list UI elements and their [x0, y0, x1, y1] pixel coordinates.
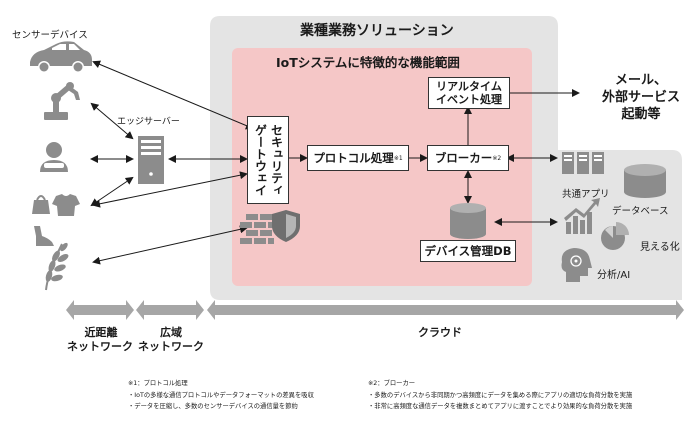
footnote2-line1: ・多数のデバイスから非同期かつ高頻度にデータを集める際にアプリの適切な負荷分散を… — [368, 391, 633, 399]
realtime-line1: リアルタイム — [436, 80, 502, 93]
device-db-box[interactable]: デバイス管理DB — [420, 240, 516, 262]
arrow-car-gateway — [92, 60, 254, 130]
footnote1-line1: ・IoTの多様な通信プロトコルやデータフォーマットの差異を吸収 — [128, 391, 314, 399]
short-range-arrow — [66, 300, 134, 320]
database-icon — [624, 164, 666, 198]
footnote2-title: ※2：ブローカー — [368, 380, 416, 387]
cloud-arrow — [207, 300, 684, 320]
external-services-line3: 起動等 — [621, 107, 661, 122]
short-range-line2: ネットワーク — [67, 340, 133, 353]
realtime-line2: イベント処理 — [436, 93, 502, 106]
protocol-note-mark: ※1 — [393, 154, 403, 162]
clothing-icon — [32, 194, 80, 216]
wide-area-arrow — [136, 300, 204, 320]
protocol-processing-box[interactable]: プロトコル処理※1 — [307, 145, 409, 171]
arrow-wheat-gateway — [92, 225, 248, 265]
database-label: データベース — [612, 206, 669, 217]
arrow-clothing-gateway — [92, 171, 248, 208]
device-db-label: デバイス管理DB — [424, 244, 512, 258]
security-gateway-col1: ゲートウェイ — [253, 124, 268, 196]
wide-area-line2: ネットワーク — [138, 340, 204, 353]
edge-server-label: エッジサーバー — [117, 117, 180, 127]
broker-box[interactable]: ブローカー※2 — [427, 145, 509, 171]
footnote-protocol: ※1：プロトコル処理 ・IoTの多様な通信プロトコルやデータフォーマットの差異を… — [128, 378, 314, 413]
firewall-icon — [240, 210, 300, 244]
security-gateway-col2: セキュリティ — [269, 124, 284, 196]
security-gateway-box[interactable]: ゲートウェイ セキュリティ — [247, 116, 289, 204]
external-services-line1: メール、 — [614, 73, 667, 88]
footnote2-line2: ・非常に高頻度な通信データを複数まとめてアプリに渡すことでより効果的な負荷分散を… — [368, 403, 633, 410]
common-apps-label: 共通アプリ — [562, 189, 610, 200]
server-icon — [138, 136, 164, 184]
broker-note-mark: ※2 — [492, 154, 502, 162]
footnote-broker: ※2：ブローカー ・多数のデバイスから非同期かつ高頻度にデータを集める際にアプリ… — [368, 378, 632, 413]
cloud-label: クラウド — [418, 326, 462, 339]
footnote1-line2: ・データを圧縮し、多数のセンサーデバイスの通信量を節約 — [128, 403, 298, 410]
iot-scope-title: IoTシステムに特徴的な機能範囲 — [276, 55, 460, 70]
short-range-line1: 近距離 — [84, 326, 118, 339]
wide-area-line1: 広域 — [160, 326, 182, 339]
bar-chart-icon — [564, 198, 600, 234]
business-solution-title: 業種業務ソリューション — [300, 23, 454, 39]
person-icon — [40, 142, 68, 172]
robot-arm-icon — [44, 82, 80, 120]
server-icon — [562, 152, 604, 174]
wheat-icon — [45, 242, 69, 291]
car-icon — [30, 41, 92, 73]
sensor-devices-label: センサーデバイス — [12, 30, 88, 41]
external-services-label: メール、 外部サービス 起動等 — [585, 72, 697, 123]
broker-label: ブローカー — [434, 151, 493, 165]
analysis-ai-label: 分析/AI — [597, 270, 631, 281]
visualization-label: 見える化 — [640, 242, 680, 253]
realtime-event-box[interactable]: リアルタイム イベント処理 — [428, 77, 510, 109]
protocol-processing-label: プロトコル処理 — [313, 151, 394, 165]
ai-head-icon — [561, 248, 592, 282]
arrow-robot-edge — [90, 102, 134, 140]
footnote1-title: ※1：プロトコル処理 — [128, 380, 188, 387]
shoe-icon — [34, 226, 54, 246]
pie-chart-icon — [601, 222, 629, 250]
database-icon — [450, 203, 486, 239]
external-services-line2: 外部サービス — [601, 90, 680, 105]
